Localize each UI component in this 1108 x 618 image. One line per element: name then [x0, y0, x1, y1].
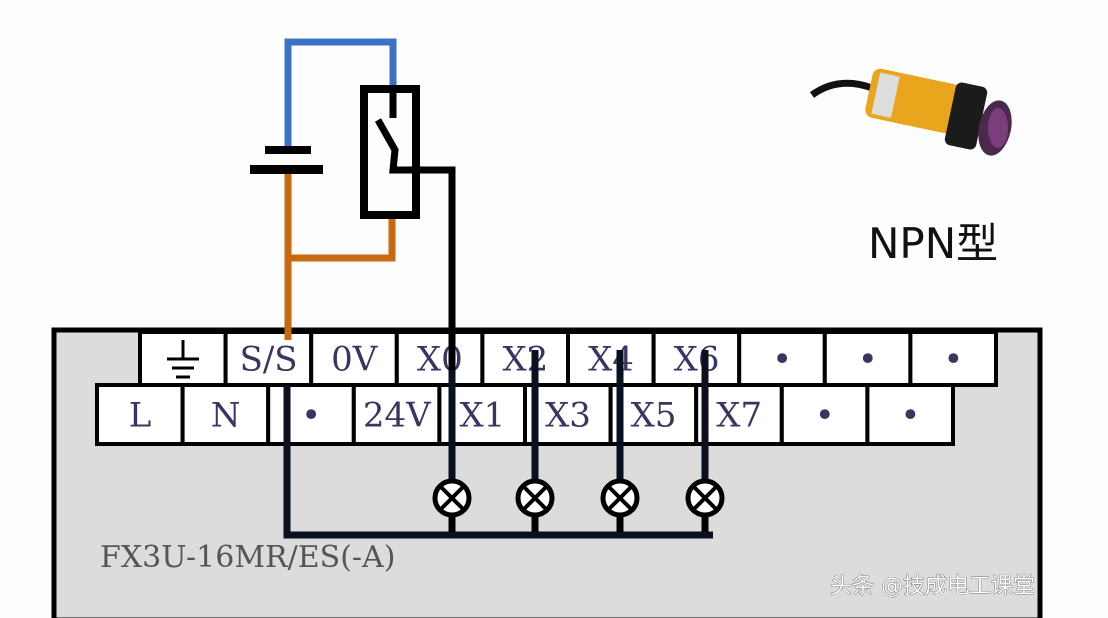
terminal-blank: •: [779, 383, 870, 446]
terminal-x0: X0: [394, 330, 485, 387]
indicator-lamp-icon: [600, 350, 640, 535]
terminal-blank: •: [908, 330, 999, 387]
plc-model-label: FX3U-16MR/ES(-A): [100, 540, 395, 575]
terminal-x2: X2: [480, 330, 570, 387]
terminal-label: S/S: [240, 340, 298, 380]
terminal-label: N: [211, 396, 241, 436]
terminal-label: X2: [502, 340, 548, 380]
indicator-lamp-icon: [515, 350, 555, 535]
indicator-lamp-icon: [432, 370, 472, 535]
battery-icon: [250, 146, 323, 174]
terminal-label: X1: [459, 396, 505, 436]
photoelectric-sensor-image: [809, 68, 1012, 156]
ground-icon: [167, 340, 199, 379]
terminal-row-bottom: L N • 24V X1 X3 X5 X7 • •: [95, 383, 956, 446]
terminal-label: 0V: [331, 340, 379, 380]
terminal-label: •: [900, 396, 920, 436]
terminal-blank: •: [266, 383, 356, 446]
terminal-x3: X3: [523, 383, 613, 446]
terminal-label: 24V: [363, 396, 432, 436]
terminal-label: L: [129, 396, 152, 436]
terminal-label: •: [772, 340, 792, 380]
terminal-row-top: S/S 0V X0 X2 X4 X6 • • •: [138, 330, 999, 387]
terminal-l: L: [95, 383, 185, 446]
terminal-label: X0: [417, 340, 463, 380]
terminal-blank: •: [822, 330, 913, 387]
sensor-type-label: NPN型: [868, 219, 998, 268]
terminal-label: X6: [674, 340, 720, 380]
terminal-label: X3: [545, 396, 591, 436]
terminal-label: •: [815, 396, 835, 436]
terminal-blank: •: [737, 330, 827, 387]
terminal-blank: •: [865, 383, 956, 446]
lamp-group: [432, 350, 725, 535]
sensor-switch-icon: [360, 85, 456, 370]
terminal-label: •: [858, 340, 878, 380]
blue-wire: [284, 38, 397, 148]
terminal-ss: S/S: [223, 330, 314, 387]
orange-wire-branch: [288, 215, 396, 262]
common-wire: [283, 385, 713, 539]
terminal-label: •: [943, 340, 963, 380]
terminal-24v: 24V: [351, 383, 442, 446]
terminal-ground: [138, 330, 228, 387]
terminal-label: X4: [588, 340, 634, 380]
terminal-n: N: [180, 383, 271, 446]
terminal-label: •: [301, 396, 321, 436]
watermark: 头条 @技成电工课堂: [830, 574, 1035, 599]
terminal-label: X5: [631, 396, 677, 436]
terminal-x4: X4: [566, 330, 656, 387]
terminal-x6: X6: [651, 330, 742, 387]
terminal-label: X7: [716, 396, 762, 436]
terminal-0v: 0V: [309, 330, 399, 387]
terminal-x7: X7: [694, 383, 784, 446]
indicator-lamp-icon: [685, 350, 725, 535]
terminal-x5: X5: [608, 383, 699, 446]
